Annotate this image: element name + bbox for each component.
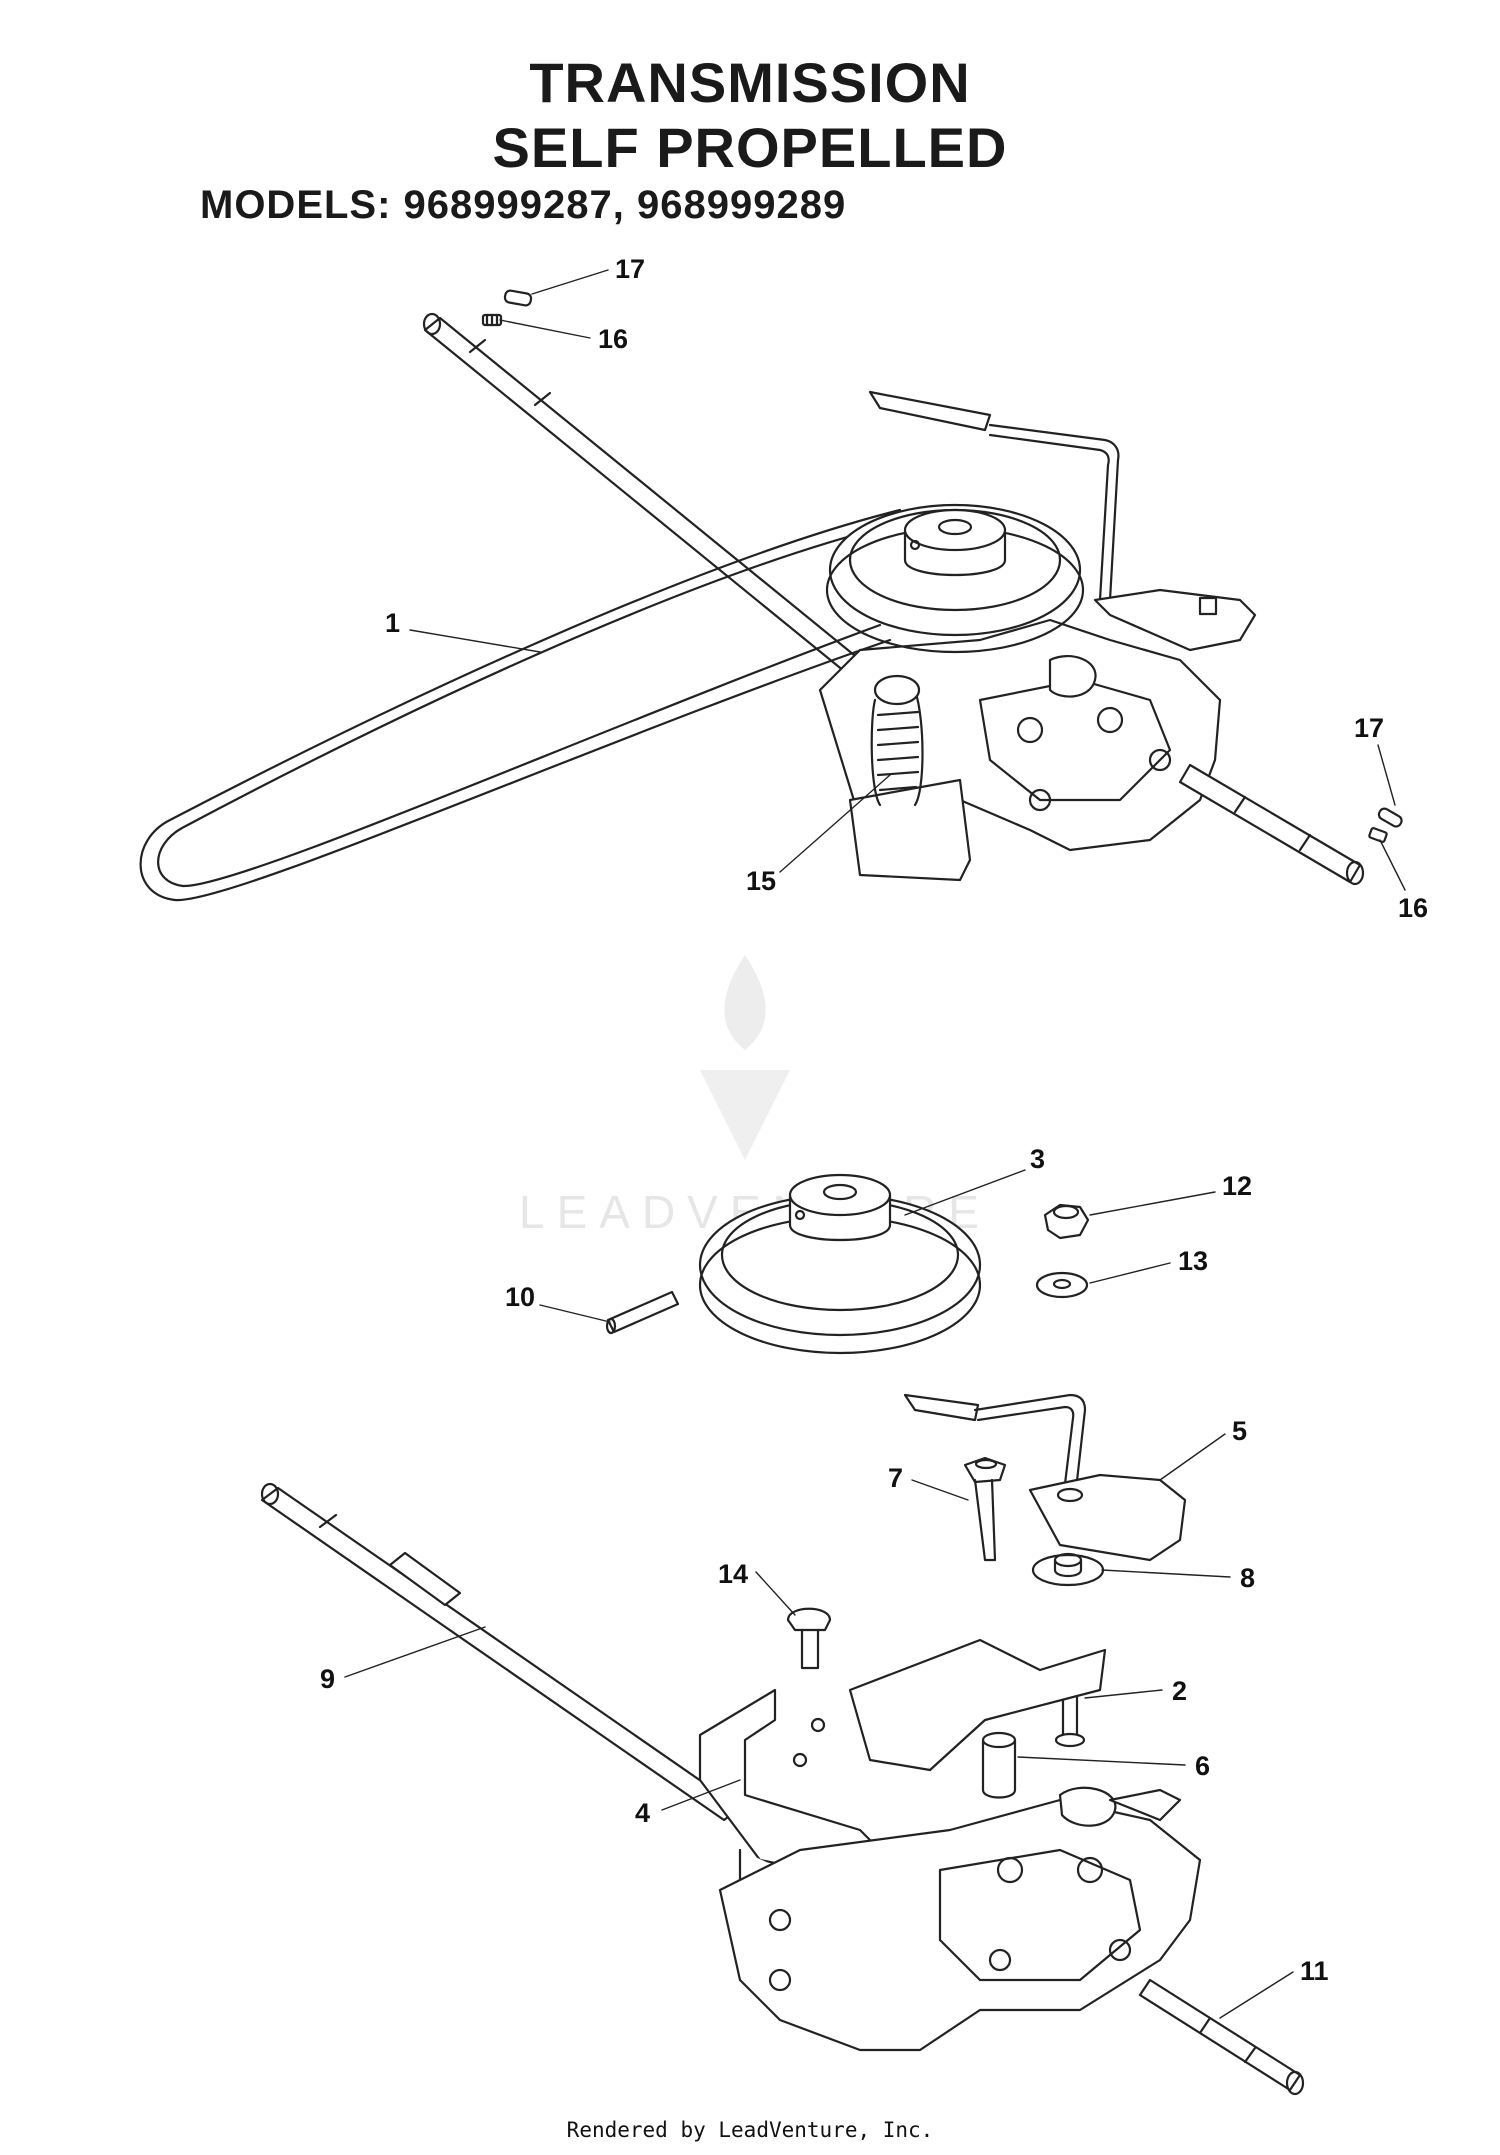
roll-pin-10 (605, 1290, 680, 1335)
pulley-top (825, 503, 1085, 654)
callout-5: 5 (1232, 1416, 1247, 1446)
callout-14: 14 (718, 1559, 748, 1589)
callout-13: 13 (1178, 1246, 1208, 1276)
callout-2: 2 (1172, 1676, 1187, 1706)
callout-9: 9 (320, 1664, 335, 1694)
key-17-right (1377, 807, 1403, 828)
top-assembly (139, 289, 1403, 902)
callout-12: 12 (1222, 1171, 1252, 1201)
key-17-top (503, 289, 533, 307)
washer-13 (1035, 1271, 1089, 1299)
set-screw-16-top (481, 313, 503, 327)
callout-17-top: 17 (615, 254, 645, 284)
axle-9 (260, 1482, 742, 1822)
callout-1: 1 (385, 608, 400, 638)
diagram-subtitle: SELF PROPELLED (492, 116, 1008, 179)
spacer-tube-6 (981, 1731, 1017, 1799)
set-screw-16-right (1368, 827, 1388, 843)
control-lever-top (868, 390, 1257, 652)
callout-8: 8 (1240, 1563, 1255, 1593)
spring-15 (848, 674, 972, 882)
callout-17-right: 17 (1354, 713, 1384, 743)
callout-10: 10 (505, 1282, 535, 1312)
upper-axle-shaft-left (422, 312, 872, 682)
leader-lines (344, 269, 1406, 2019)
lock-nut-12 (1043, 1203, 1090, 1240)
callout-6: 6 (1195, 1751, 1210, 1781)
bolt-14 (786, 1607, 832, 1670)
spacer-washer-8 (1031, 1552, 1105, 1587)
bottom-assembly (260, 1173, 1305, 2096)
watermark-logo (700, 955, 790, 1160)
axle-11 (1138, 1978, 1305, 2096)
callout-15: 15 (746, 866, 776, 896)
drive-belt (139, 508, 902, 902)
pulley-3 (698, 1173, 982, 1355)
callout-7: 7 (888, 1463, 903, 1493)
models-line: MODELS: 968999287, 968999289 (200, 183, 847, 227)
callout-16-top: 16 (598, 324, 628, 354)
callout-3: 3 (1030, 1144, 1045, 1174)
callout-labels: 17 16 1 17 15 16 3 12 13 10 5 7 8 14 9 2… (320, 254, 1428, 1986)
callout-11: 11 (1300, 1956, 1329, 1986)
transmission-body-11 (718, 1786, 1202, 2052)
upper-axle-shaft-right (1178, 763, 1365, 886)
callout-4: 4 (635, 1798, 650, 1828)
control-lever-5 (903, 1393, 1187, 1562)
diagram-title: TRANSMISSION (529, 51, 971, 114)
callout-16-right: 16 (1398, 893, 1428, 923)
footer-credit: Rendered by LeadVenture, Inc. (566, 2118, 934, 2142)
bolt-7 (963, 1456, 1007, 1562)
